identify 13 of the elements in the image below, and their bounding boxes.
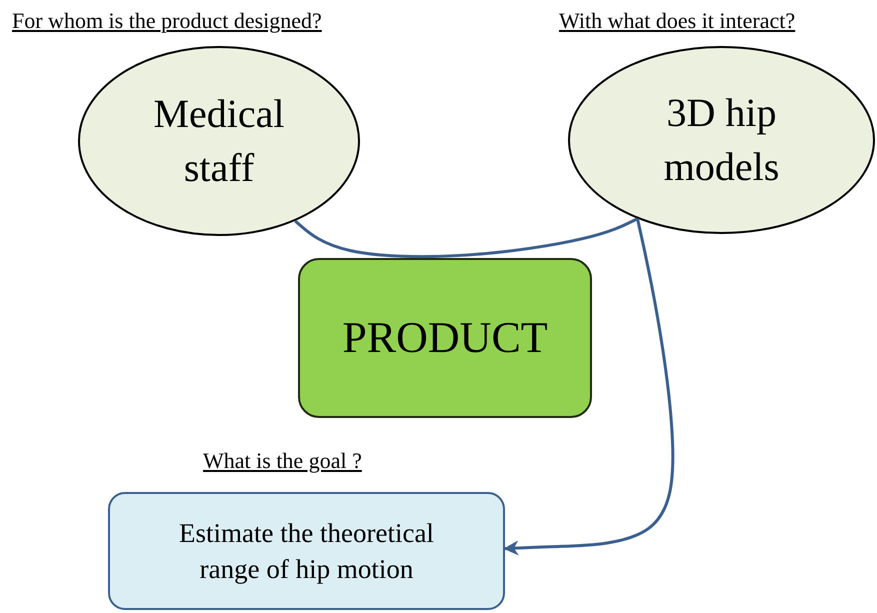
node-label: Medical staff [152,90,286,192]
question-heading: What is the goal ? [203,448,362,474]
actor-ellipse [78,46,360,236]
connector-line [294,217,638,258]
node-label: Estimate the theoretical range of hip motion [178,516,435,586]
product-box [298,258,592,418]
goal-box [108,492,505,610]
arrow [504,218,674,556]
question-heading: For whom is the product designed? [12,8,322,34]
question-heading: With what does it interact? [559,8,796,34]
actor-ellipse [568,46,875,234]
node-label: 3D hip models [662,89,780,191]
node-label: PRODUCT [341,312,549,364]
